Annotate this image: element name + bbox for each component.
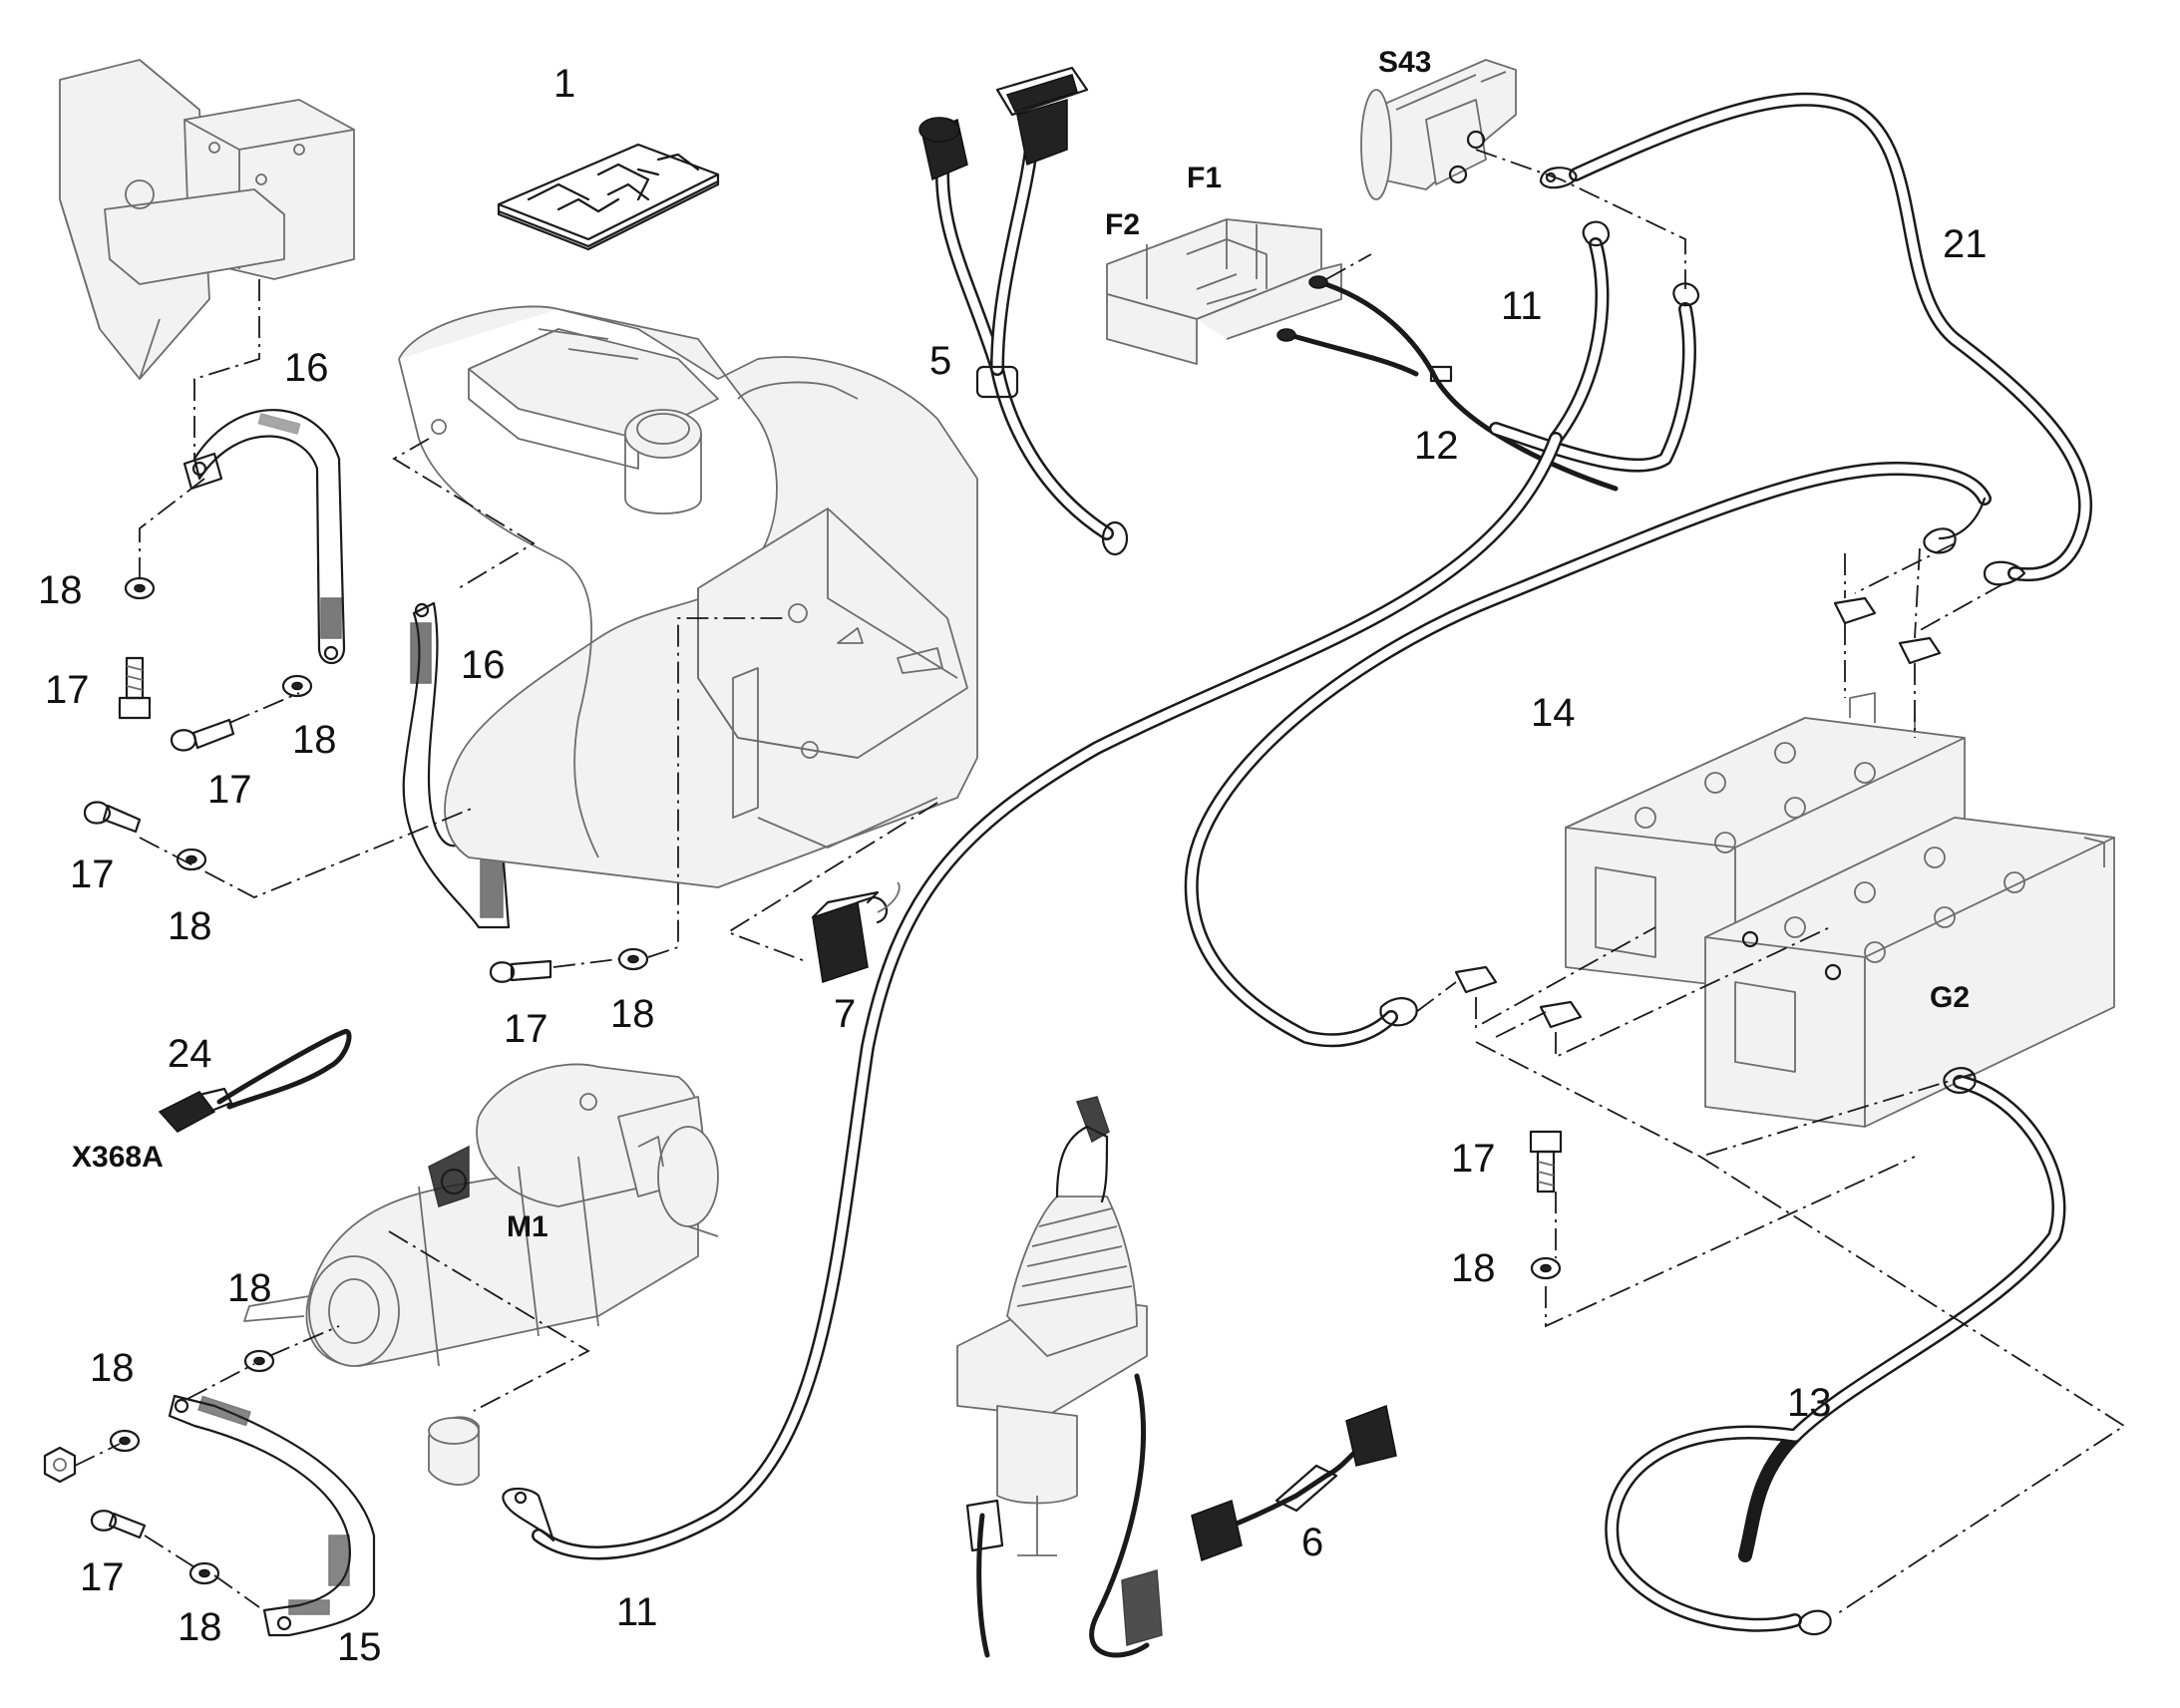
designator-f2: F2	[1105, 208, 1140, 241]
joystick	[956, 1096, 1163, 1658]
harness-5	[918, 66, 1129, 556]
battery-terminal-clamps	[1454, 596, 1942, 1029]
ground-strap-15	[168, 1394, 376, 1637]
callout-11-top: 11	[1501, 284, 1543, 328]
callout-21: 21	[1943, 222, 1988, 266]
fuse-holders	[1106, 218, 1342, 365]
callout-18: 18	[292, 718, 337, 762]
designator-f1: F1	[1187, 162, 1222, 194]
callout-24: 24	[168, 1032, 212, 1076]
washer	[1530, 1256, 1562, 1280]
callout-18: 18	[38, 568, 83, 612]
callout-17: 17	[80, 1555, 125, 1599]
designator-s43: S43	[1378, 46, 1431, 79]
callout-1: 1	[553, 62, 575, 106]
callout-12: 12	[1414, 424, 1459, 468]
callout-17: 17	[45, 668, 90, 712]
callout-16-upper: 16	[284, 346, 329, 390]
callout-5: 5	[929, 339, 951, 383]
callout-15: 15	[337, 1625, 382, 1669]
callout-18: 18	[168, 904, 212, 948]
wiring-manual-1	[497, 143, 720, 251]
harness-6	[1191, 1404, 1397, 1562]
tank-housing	[398, 305, 978, 888]
washer	[109, 1429, 141, 1453]
terminal-cap	[428, 1416, 480, 1486]
callout-16-lower: 16	[461, 643, 506, 687]
starter-motor-m1	[243, 1063, 719, 1367]
bolt	[1529, 1130, 1563, 1194]
assembly-lines	[74, 149, 2126, 1616]
designator-x368a: X368A	[72, 1141, 164, 1174]
cable-13	[1605, 1067, 2066, 1636]
callout-14: 14	[1531, 691, 1576, 735]
relay-7	[811, 881, 901, 983]
designator-m1: M1	[507, 1210, 548, 1243]
bolt	[118, 656, 152, 720]
callout-17: 17	[504, 1007, 548, 1051]
washer	[243, 1349, 275, 1373]
bolt	[489, 959, 552, 983]
callout-18: 18	[610, 992, 655, 1036]
short-cable-11	[1489, 220, 1700, 473]
cable-21	[1539, 92, 2093, 586]
battery-g2-front	[1704, 817, 2115, 1128]
callout-11-bottom: 11	[616, 1590, 658, 1634]
ground-strap-16-upper	[182, 409, 346, 664]
designator-g2: G2	[1930, 981, 1970, 1014]
washer	[617, 947, 649, 971]
bolt	[170, 718, 235, 752]
long-cable-11	[502, 432, 1563, 1560]
callout-17: 17	[1451, 1137, 1496, 1181]
washer	[188, 1561, 220, 1585]
callout-18: 18	[227, 1266, 272, 1310]
fuse-wire-12	[1276, 275, 1619, 492]
frame-bracket	[59, 59, 355, 380]
bolt	[90, 1510, 147, 1539]
callout-6: 6	[1301, 1521, 1323, 1564]
solenoid-s43	[1360, 59, 1517, 200]
callout-18: 18	[90, 1346, 135, 1390]
bolt	[83, 801, 142, 834]
callout-17: 17	[207, 768, 252, 812]
callout-7: 7	[834, 992, 856, 1036]
callout-17: 17	[70, 853, 115, 896]
nut	[43, 1446, 77, 1484]
washer	[124, 576, 156, 600]
connector-x368a-24	[158, 1029, 352, 1133]
washer	[176, 848, 207, 871]
callout-13: 13	[1787, 1381, 1832, 1425]
callout-18: 18	[1451, 1246, 1496, 1290]
callout-18: 18	[178, 1605, 222, 1649]
washer	[281, 674, 313, 698]
